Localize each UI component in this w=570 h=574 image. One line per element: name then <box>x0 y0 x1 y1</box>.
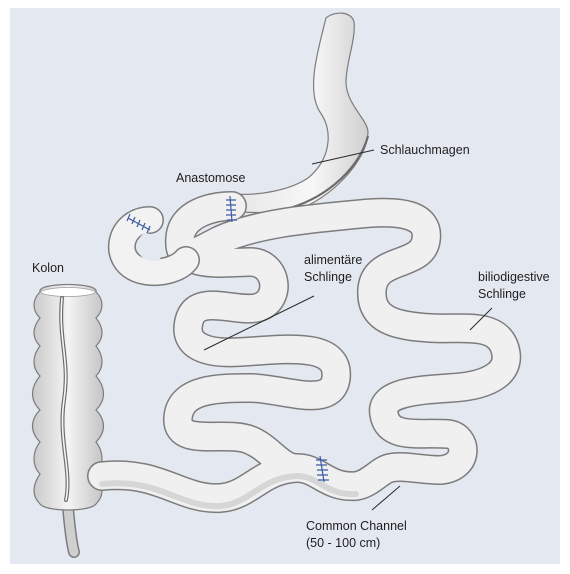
label-anastomose: Anastomose <box>176 171 246 185</box>
small-intestine <box>102 206 506 506</box>
sleeve-stomach <box>230 13 368 212</box>
stump-hole <box>142 238 156 256</box>
label-common-channel-line1: Common Channel <box>306 519 407 533</box>
label-schlauchmagen: Schlauchmagen <box>380 143 470 157</box>
sleeve-stomach-body <box>230 13 368 212</box>
label-biliodigestive-line2: Schlinge <box>478 287 526 301</box>
colon-tail-inner <box>68 508 74 552</box>
label-biliodigestive-line1: biliodigestive <box>478 270 550 284</box>
label-alimentaere-line1: alimentäre <box>304 253 362 267</box>
label-alimentaere-line2: Schlinge <box>304 270 352 284</box>
label-kolon: Kolon <box>32 261 64 275</box>
label-common-channel-line2: (50 - 100 cm) <box>306 536 380 550</box>
colon-top-cap <box>40 288 96 297</box>
colon <box>33 285 104 553</box>
